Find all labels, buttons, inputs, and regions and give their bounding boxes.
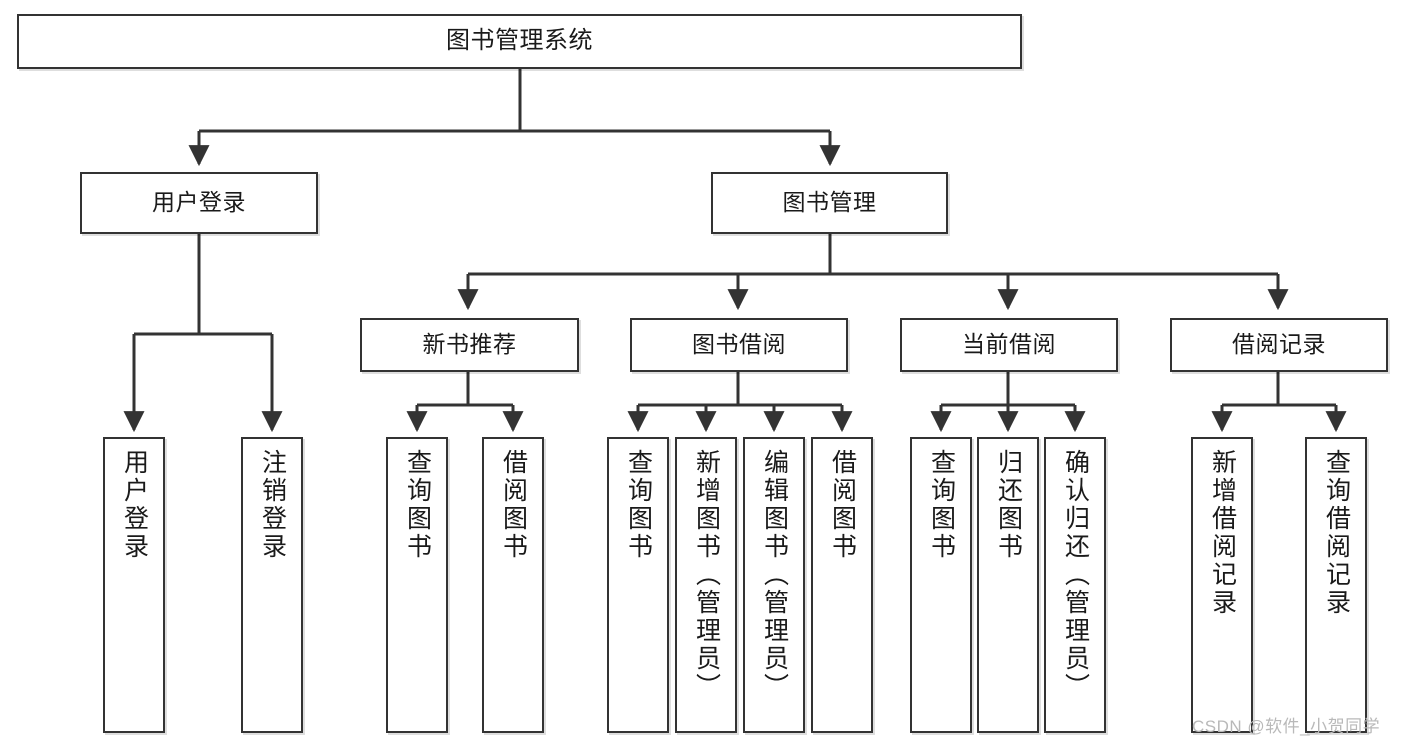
node-label: 用户登录 [120, 449, 149, 561]
leaf-book-borrow-borrow[interactable]: 借阅图书 [811, 437, 873, 733]
node-label: 借阅记录 [1232, 331, 1326, 358]
node-label: 图书管理系统 [446, 27, 593, 55]
node-label: 注销登录 [258, 449, 287, 561]
leaf-current-borrow-confirm-return[interactable]: 确认归还（管理员） [1044, 437, 1106, 733]
leaf-borrow-record-query[interactable]: 查询借阅记录 [1305, 437, 1367, 733]
node-label: 归还图书 [994, 449, 1023, 561]
leaf-user-login-logout[interactable]: 注销登录 [241, 437, 303, 733]
leaf-new-book-borrow[interactable]: 借阅图书 [482, 437, 544, 733]
leaf-borrow-record-add[interactable]: 新增借阅记录 [1191, 437, 1253, 733]
node-label: 图书管理 [782, 189, 877, 216]
node-label: 新增图书（管理员） [692, 449, 721, 701]
node-label: 图书借阅 [692, 331, 786, 358]
leaf-new-book-query[interactable]: 查询图书 [386, 437, 448, 733]
node-label: 新书推荐 [422, 331, 517, 358]
node-user-login[interactable]: 用户登录 [80, 172, 318, 234]
node-new-book-recommend[interactable]: 新书推荐 [360, 318, 579, 372]
node-book-borrow[interactable]: 图书借阅 [630, 318, 848, 372]
node-label: 确认归还（管理员） [1061, 449, 1090, 701]
leaf-book-borrow-edit[interactable]: 编辑图书（管理员） [743, 437, 805, 733]
node-label: 当前借阅 [962, 331, 1056, 358]
node-book-management[interactable]: 图书管理 [711, 172, 948, 234]
node-label: 用户登录 [152, 189, 246, 216]
node-root-system[interactable]: 图书管理系统 [17, 14, 1022, 69]
node-label: 新增借阅记录 [1208, 449, 1237, 617]
leaf-current-borrow-query[interactable]: 查询图书 [910, 437, 972, 733]
node-label: 查询图书 [927, 449, 956, 561]
node-label: 查询图书 [403, 449, 432, 561]
leaf-user-login-login[interactable]: 用户登录 [103, 437, 165, 733]
node-label: 借阅图书 [499, 449, 528, 561]
node-label: 借阅图书 [828, 449, 857, 561]
node-label: 编辑图书（管理员） [760, 449, 789, 701]
leaf-book-borrow-query[interactable]: 查询图书 [607, 437, 669, 733]
leaf-current-borrow-return[interactable]: 归还图书 [977, 437, 1039, 733]
watermark-text: CSDN @软件_小贺同学 [1192, 717, 1381, 736]
node-label: 查询图书 [624, 449, 653, 561]
leaf-book-borrow-add[interactable]: 新增图书（管理员） [675, 437, 737, 733]
node-current-borrow[interactable]: 当前借阅 [900, 318, 1118, 372]
node-label: 查询借阅记录 [1322, 449, 1351, 617]
node-borrow-record[interactable]: 借阅记录 [1170, 318, 1388, 372]
